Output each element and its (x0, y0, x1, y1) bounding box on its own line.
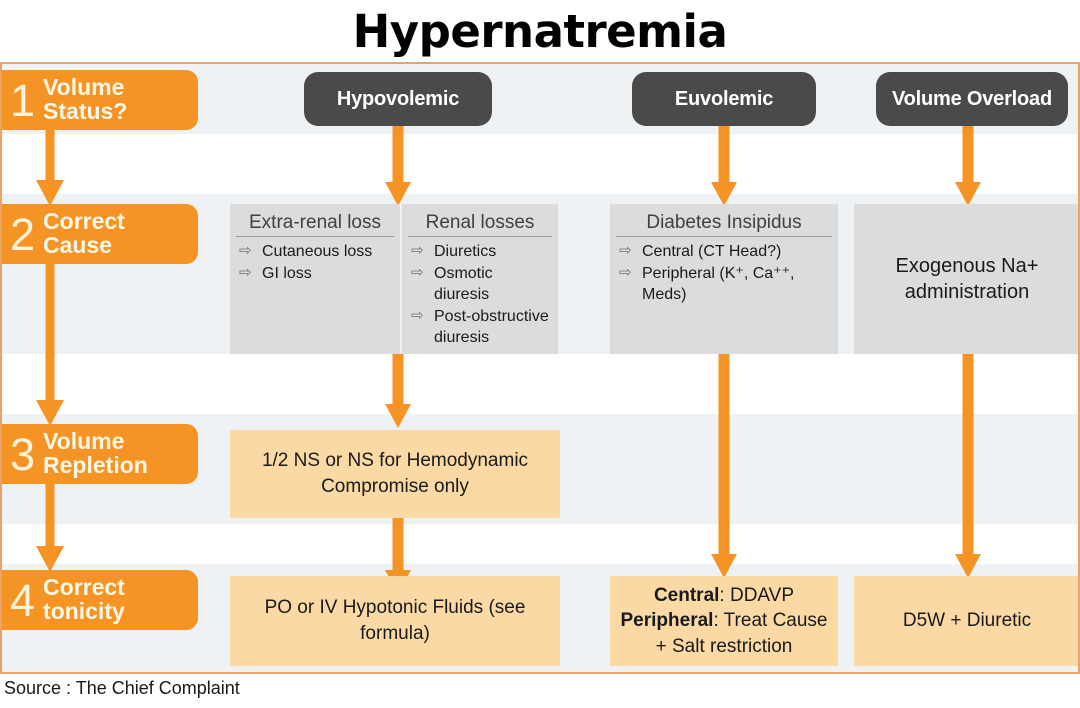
cause-box-diabetes-insipidus[interactable]: Diabetes Insipidus ⇨ Central (CT Head?) … (610, 204, 838, 354)
arrow-euvolemic-to-causes (702, 126, 746, 210)
arrow-step2-to-step3 (28, 260, 72, 428)
step-box-1[interactable]: 1 Volume Status? (2, 70, 198, 130)
step-number: 3 (10, 428, 36, 480)
pill-label: Volume Overload (891, 87, 1052, 110)
list-item-label: Cutaneous loss (262, 243, 373, 260)
flowchart-frame: 1 Volume Status? 2 Correct Cause 3 Volum… (0, 62, 1080, 674)
tonicity-box-volume-overload[interactable]: D5W + Diuretic (854, 576, 1078, 666)
column-header-hypovolemic[interactable]: Hypovolemic (304, 72, 492, 126)
arrow-volume-overload-to-causes (946, 126, 990, 210)
step-label: Correct tonicity (43, 574, 125, 624)
step-box-3[interactable]: 3 Volume Repletion (2, 424, 198, 484)
step-number: 2 (10, 208, 36, 260)
pill-label: Euvolemic (674, 87, 774, 110)
list-item: ⇨ Peripheral (K⁺, Ca⁺⁺, Meds) (616, 263, 832, 305)
arrow-bullet-icon: ⇨ (239, 242, 252, 259)
arrow-bullet-icon: ⇨ (619, 264, 632, 282)
cause-box-title: Extra-renal loss (236, 212, 394, 237)
arrow-bullet-icon: ⇨ (239, 264, 252, 282)
list-item-label: Osmotic diuresis (434, 265, 493, 304)
list-item: ⇨ Post-obstructive diuresis (408, 306, 552, 348)
arrow-step1-to-step2 (28, 126, 72, 208)
tonicity-text: D5W + Diuretic (902, 610, 1032, 632)
list-item: ⇨ Osmotic diuresis (408, 263, 552, 305)
step-number: 4 (10, 574, 36, 626)
tonicity-central-label: Central (653, 584, 720, 606)
page-title: Hypernatremia (352, 4, 728, 58)
step-label: Volume Repletion (43, 428, 148, 478)
list-item: ⇨ Cutaneous loss (236, 241, 394, 262)
arrow-step3-to-step4 (28, 480, 72, 574)
cause-box-title: Diabetes Insipidus (616, 212, 832, 237)
source-caption: Source : The Chief Complaint (4, 678, 240, 698)
repletion-box-hypovolemic[interactable]: 1/2 NS or NS for Hemodynamic Compromise … (230, 430, 560, 518)
arrow-bullet-icon: ⇨ (411, 242, 424, 259)
pill-label: Hypovolemic (336, 87, 460, 110)
list-item: ⇨ Central (CT Head?) (616, 241, 832, 262)
tonicity-text: PO or IV Hypotonic Fluids (see formula) (264, 597, 526, 644)
tonicity-box-euvolemic[interactable]: Central: DDAVP Peripheral: Treat Cause +… (610, 576, 838, 666)
cause-box-extra-renal[interactable]: Extra-renal loss ⇨ Cutaneous loss ⇨ GI l… (230, 204, 400, 354)
arrow-bullet-icon: ⇨ (619, 242, 632, 259)
cause-box-renal-losses[interactable]: Renal losses ⇨ Diuretics ⇨ Osmotic diure… (402, 204, 558, 354)
list-item-label: Peripheral (K⁺, Ca⁺⁺, Meds) (642, 265, 795, 304)
cause-box-text: Exogenous Na+ administration (895, 254, 1039, 303)
tonicity-line-central: Central: DDAVP (654, 583, 794, 609)
step-box-4[interactable]: 4 Correct tonicity (2, 570, 198, 630)
list-item-label: Diuretics (434, 243, 497, 260)
column-header-volume-overload[interactable]: Volume Overload (876, 72, 1068, 126)
column-header-euvolemic[interactable]: Euvolemic (632, 72, 816, 126)
cause-list: ⇨ Diuretics ⇨ Osmotic diuresis ⇨ Post-ob… (408, 241, 552, 349)
list-item-label: Central (CT Head?) (642, 243, 782, 260)
step-label: Correct Cause (43, 208, 125, 258)
tonicity-line-peripheral: Peripheral: Treat Cause (621, 608, 828, 634)
arrow-euvolemic-causes-to-tonicity (702, 354, 746, 582)
list-item-label: Post-obstructive diuresis (434, 308, 549, 347)
cause-list: ⇨ Cutaneous loss ⇨ GI loss (236, 241, 394, 284)
tonicity-line-salt: + Salt restriction (655, 635, 793, 657)
list-item: ⇨ GI loss (236, 263, 394, 284)
list-item-label: GI loss (262, 265, 312, 283)
step-box-2[interactable]: 2 Correct Cause (2, 204, 198, 264)
list-item: ⇨ Diuretics (408, 241, 552, 262)
tonicity-box-hypovolemic[interactable]: PO or IV Hypotonic Fluids (see formula) (230, 576, 560, 666)
cause-list: ⇨ Central (CT Head?) ⇨ Peripheral (K⁺, C… (616, 241, 832, 305)
arrow-bullet-icon: ⇨ (411, 307, 424, 325)
step-number: 1 (10, 74, 36, 126)
repletion-text: 1/2 NS or NS for Hemodynamic Compromise … (261, 450, 529, 497)
cause-box-title: Renal losses (408, 212, 552, 237)
arrow-hypovolemic-causes-to-repletion (376, 354, 420, 432)
tonicity-central-value: : DDAVP (719, 584, 795, 606)
cause-box-volume-overload[interactable]: Exogenous Na+ administration (854, 204, 1078, 354)
tonicity-peripheral-label: Peripheral (620, 610, 714, 632)
arrow-volume-overload-causes-to-tonicity (946, 354, 990, 582)
arrow-hypovolemic-to-causes (376, 126, 420, 210)
step-label: Volume Status? (43, 74, 128, 124)
arrow-bullet-icon: ⇨ (411, 264, 424, 282)
tonicity-peripheral-value: : Treat Cause (713, 610, 828, 632)
